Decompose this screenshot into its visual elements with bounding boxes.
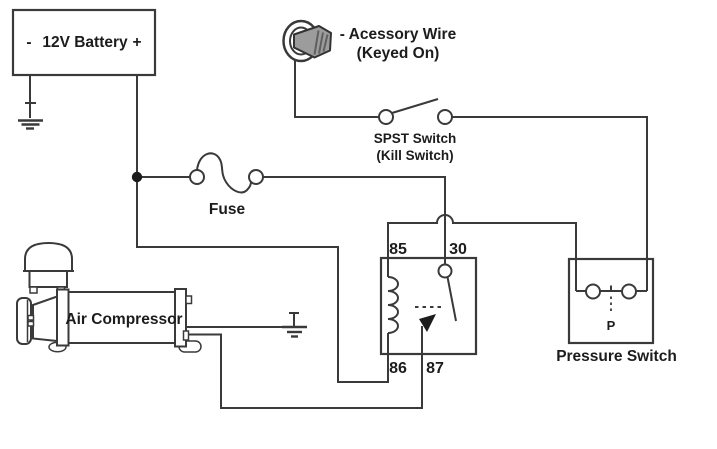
relay: 85 30 86 87	[379, 241, 478, 377]
fuse-terminal-right	[248, 169, 264, 185]
battery-positive-label: +	[132, 34, 141, 51]
battery-label: 12V Battery	[42, 34, 128, 51]
battery-ground-icon	[18, 102, 43, 130]
relay-terminal-86-label: 86	[389, 360, 407, 377]
ignition-key-icon	[282, 19, 332, 63]
battery-box	[11, 8, 157, 77]
wire-fuse-to-relay-30	[263, 176, 446, 265]
compressor-mid-section	[32, 295, 58, 343]
relay-terminal-30-post	[437, 263, 453, 279]
spst-switch-label: SPST Switch	[374, 131, 457, 146]
battery: - 12V Battery +	[11, 8, 157, 77]
spst-switch-symbol: SPST Switch (Kill Switch)	[374, 98, 457, 163]
wires	[29, 58, 648, 409]
accessory-wire-labels: - Acessory Wire (Keyed On)	[340, 26, 457, 62]
relay-terminal-85-label: 85	[389, 241, 407, 258]
spst-switch-blade	[391, 98, 439, 114]
compressor-terminal-nub	[185, 295, 193, 305]
accessory-wire-sublabel: (Keyed On)	[357, 45, 440, 62]
compressor-head	[28, 270, 68, 288]
accessory-wire-label: - Acessory Wire	[340, 26, 457, 43]
junction-dot	[131, 171, 143, 183]
spst-terminal-left	[378, 109, 394, 125]
relay-terminal-87-label: 87	[426, 360, 444, 377]
fuse-terminal-left	[189, 169, 205, 185]
air-compressor-drawing: Air Compressor	[16, 241, 202, 353]
pressure-switch-terminal-right	[621, 283, 637, 300]
relay-box	[379, 256, 478, 356]
wire-relay-87-to-compressor	[186, 326, 423, 409]
spst-terminal-right	[437, 109, 453, 125]
wire-spst-to-pressure-switch	[452, 116, 648, 291]
relay-coil	[387, 276, 399, 334]
battery-negative-label: -	[26, 34, 31, 51]
relay-87-arrow	[419, 314, 436, 332]
pressure-switch: P Pressure Switch	[556, 257, 677, 365]
fuse-symbol: Fuse	[189, 152, 264, 218]
pressure-switch-terminal-left	[585, 283, 601, 300]
pressure-switch-box	[567, 257, 655, 345]
compressor-end-cap-right	[174, 288, 187, 348]
compressor-terminal-block	[182, 330, 190, 341]
pressure-port-label: P	[607, 318, 616, 333]
fuse-element	[196, 152, 252, 194]
chassis-ground-icon	[282, 312, 307, 338]
relay-contact-blade	[446, 276, 457, 322]
relay-terminal-30-label: 30	[449, 241, 467, 258]
fuse-label: Fuse	[209, 201, 246, 218]
compressor-body	[67, 291, 176, 344]
pressure-switch-label: Pressure Switch	[556, 348, 677, 365]
wire-accessory-to-spst	[294, 58, 379, 118]
wire-relay-85-to-pressure-switch	[387, 214, 577, 291]
wire-battery-positive-to-relay-86	[136, 75, 389, 383]
compressor-dome	[24, 241, 73, 272]
air-compressor-label: Air Compressor	[65, 311, 182, 328]
kill-switch-sublabel: (Kill Switch)	[376, 148, 453, 163]
